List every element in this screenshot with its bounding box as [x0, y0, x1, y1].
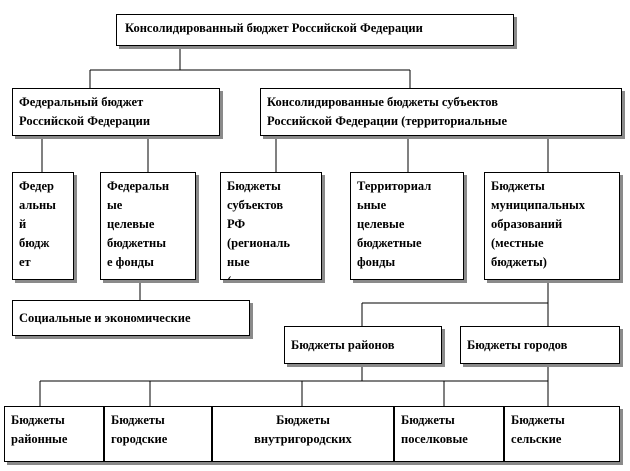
social-economic-box: Социальные и экономические	[12, 300, 250, 336]
settlement-budgets-box: Бюджеты поселковые	[394, 406, 504, 462]
municipal-budgets-box: Бюджеты муниципальных образований (местн…	[484, 172, 620, 280]
district-budgets-box: Бюджеты районов	[284, 326, 442, 364]
district-level-budgets-box: Бюджеты районные	[4, 406, 104, 462]
intracity-budgets-box: Бюджеты внутригородских	[212, 406, 394, 462]
consolidated-subject-budgets-box: Консолидированные бюджеты субъектов Росс…	[260, 88, 622, 136]
territorial-target-funds-box: Территориал ьные целевые бюджетные фонды	[350, 172, 464, 280]
federal-budget-narrow-box: Федер альны й бюдж ет	[12, 172, 74, 280]
city-level-budgets-box: Бюджеты городские	[104, 406, 212, 462]
city-budgets-box: Бюджеты городов	[460, 326, 620, 364]
federal-budget-box: Федеральный бюджет Российской Федерации	[12, 88, 220, 136]
federal-target-funds-box: Федеральн ые целевые бюджетны е фонды	[100, 172, 196, 280]
subject-budgets-box: Бюджеты субъектов РФ (региональ ные (	[220, 172, 322, 280]
rural-budgets-box: Бюджеты сельские	[504, 406, 620, 462]
consolidated-budget-rf-box: Консолидированный бюджет Российской Феде…	[116, 14, 514, 46]
